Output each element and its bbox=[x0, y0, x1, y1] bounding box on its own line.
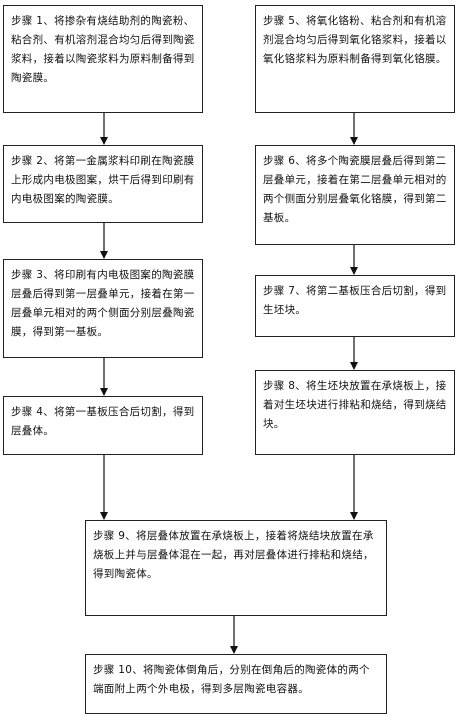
step-6-box: 步骤 6、将多个陶瓷膜层叠后得到第二层叠单元，接着在第二层叠单元相对的两个侧面分… bbox=[255, 145, 455, 245]
step-6-text: 步骤 6、将多个陶瓷膜层叠后得到第二层叠单元，接着在第二层叠单元相对的两个侧面分… bbox=[263, 155, 447, 224]
step-5-text: 步骤 5、将氧化铬粉、粘合剂和有机溶剂混合均匀后得到氧化铬浆料，接着以氧化铬浆料… bbox=[263, 15, 447, 65]
step-4-text: 步骤 4、将第一基板压合后切割，得到层叠体。 bbox=[11, 406, 195, 437]
step-10-box: 步骤 10、将陶瓷体倒角后，分别在倒角后的陶瓷体的两个端面附上两个外电极，得到多… bbox=[85, 654, 387, 714]
step-9-text: 步骤 9、将层叠体放置在承烧板上，接着将烧结块放置在承烧板上并与层叠体混在一起，… bbox=[93, 530, 374, 580]
step-2-box: 步骤 2、将第一金属浆料印刷在陶瓷膜上形成内电极图案，烘干后得到印刷有内电极图案… bbox=[3, 145, 203, 223]
step-3-text: 步骤 3、将印刷有内电极图案的陶瓷膜层叠后得到第一层叠单元，接着在第一层叠单元相… bbox=[11, 269, 195, 338]
step-8-text: 步骤 8、将生坯块放置在承烧板上，接着对生坯块进行排粘和烧结，得到烧结块。 bbox=[263, 380, 447, 430]
step-10-text: 步骤 10、将陶瓷体倒角后，分别在倒角后的陶瓷体的两个端面附上两个外电极，得到多… bbox=[93, 664, 370, 695]
step-4-box: 步骤 4、将第一基板压合后切割，得到层叠体。 bbox=[3, 396, 203, 455]
step-7-text: 步骤 7、将第二基板压合后切割，得到生坯块。 bbox=[263, 285, 447, 316]
step-3-box: 步骤 3、将印刷有内电极图案的陶瓷膜层叠后得到第一层叠单元，接着在第一层叠单元相… bbox=[3, 259, 203, 358]
step-2-text: 步骤 2、将第一金属浆料印刷在陶瓷膜上形成内电极图案，烘干后得到印刷有内电极图案… bbox=[11, 155, 195, 205]
step-9-box: 步骤 9、将层叠体放置在承烧板上，接着将烧结块放置在承烧板上并与层叠体混在一起，… bbox=[85, 520, 387, 616]
step-5-box: 步骤 5、将氧化铬粉、粘合剂和有机溶剂混合均匀后得到氧化铬浆料，接着以氧化铬浆料… bbox=[255, 5, 455, 113]
step-1-box: 步骤 1、将掺杂有烧结助剂的陶瓷粉、粘合剂、有机溶剂混合均匀后得到陶瓷浆料，接着… bbox=[3, 5, 203, 113]
step-8-box: 步骤 8、将生坯块放置在承烧板上，接着对生坯块进行排粘和烧结，得到烧结块。 bbox=[255, 370, 455, 455]
step-7-box: 步骤 7、将第二基板压合后切割，得到生坯块。 bbox=[255, 275, 455, 337]
step-1-text: 步骤 1、将掺杂有烧结助剂的陶瓷粉、粘合剂、有机溶剂混合均匀后得到陶瓷浆料，接着… bbox=[11, 15, 195, 84]
